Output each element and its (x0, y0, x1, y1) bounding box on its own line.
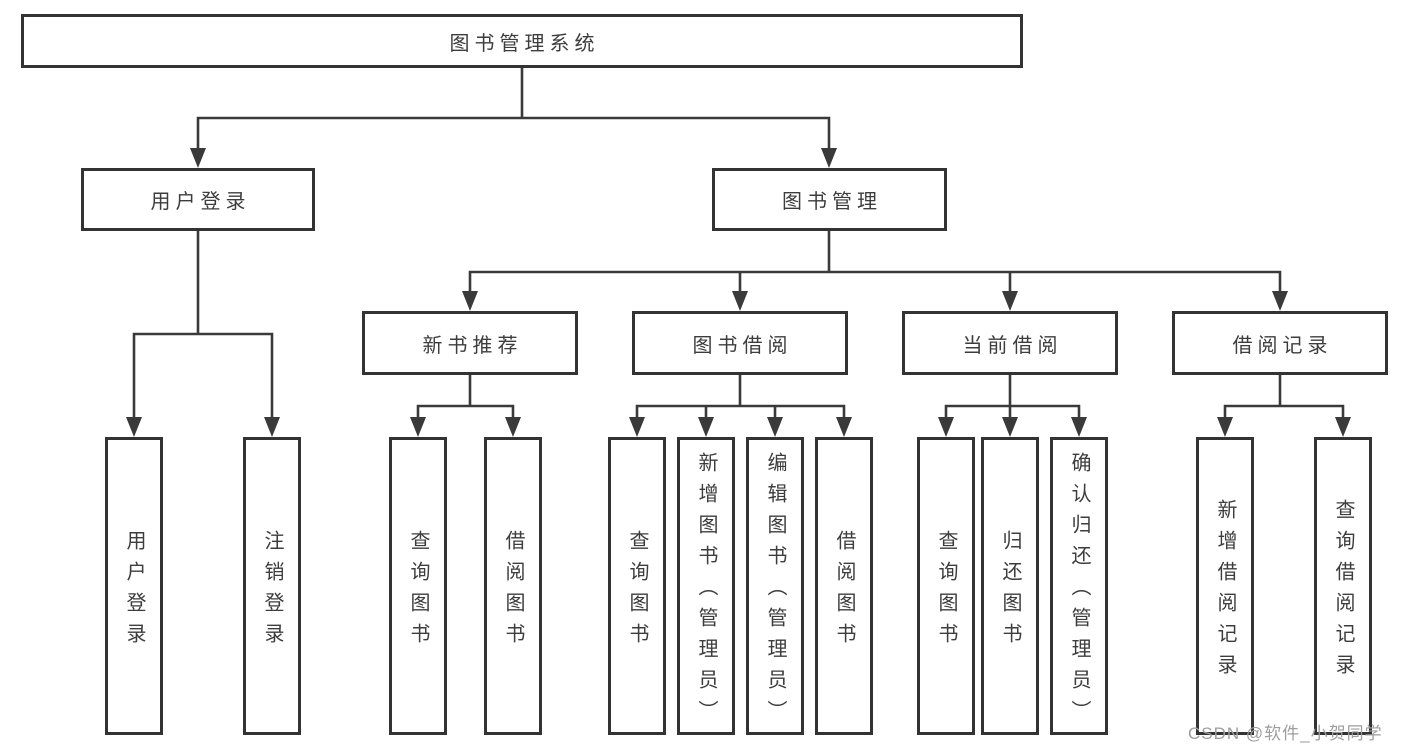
leaf-query-book-borrow: 查询图书 (608, 437, 666, 735)
csdn-watermark: CSDN @软件_小贺同学 (1188, 724, 1383, 743)
node-book-borrow: 图书借阅 (632, 311, 848, 375)
node-user-login-label: 用户登录 (150, 191, 251, 213)
leaf-query-borrow-record-label: 查询借阅记录 (1332, 498, 1354, 685)
leaf-add-borrow-record: 新增借阅记录 (1196, 437, 1254, 735)
leaf-user-login-label: 用户登录 (123, 529, 145, 654)
node-root-label: 图书管理系统 (449, 32, 600, 55)
leaf-edit-book-admin: 编辑图书（管理员） (746, 437, 804, 735)
leaf-return-book-label: 归还图书 (999, 529, 1021, 654)
node-user-login: 用户登录 (81, 168, 315, 231)
node-book-management-label: 图书管理 (782, 191, 882, 213)
node-new-book-recommend-label: 新书推荐 (422, 334, 523, 357)
leaf-borrow-book-label: 借阅图书 (833, 529, 855, 654)
node-borrow-records-label: 借阅记录 (1232, 334, 1333, 357)
node-root: 图书管理系统 (21, 14, 1023, 68)
leaf-logout-label: 注销登录 (261, 529, 283, 654)
leaf-confirm-return-admin: 确认归还（管理员） (1050, 437, 1108, 735)
node-book-borrow-label: 图书借阅 (692, 334, 793, 357)
leaf-borrow-book-recommend-label: 借阅图书 (502, 529, 524, 654)
leaf-confirm-return-admin-label: 确认归还（管理员） (1068, 452, 1090, 731)
leaf-add-book-admin-label: 新增图书（管理员） (695, 452, 717, 731)
leaf-edit-book-admin-label: 编辑图书（管理员） (764, 452, 786, 731)
leaf-borrow-book: 借阅图书 (815, 437, 873, 735)
leaf-borrow-book-recommend: 借阅图书 (484, 437, 542, 735)
arrowheads (126, 148, 1351, 437)
leaf-query-book-borrow-label: 查询图书 (626, 529, 648, 654)
leaf-query-book-current: 查询图书 (917, 437, 975, 735)
leaf-logout: 注销登录 (243, 437, 301, 735)
leaf-add-book-admin: 新增图书（管理员） (677, 437, 735, 735)
node-new-book-recommend: 新书推荐 (362, 311, 578, 375)
leaf-return-book: 归还图书 (981, 437, 1039, 735)
leaf-user-login: 用户登录 (105, 437, 163, 735)
leaf-query-book-recommend: 查询图书 (389, 437, 447, 735)
node-book-management: 图书管理 (712, 168, 947, 231)
leaf-query-book-current-label: 查询图书 (935, 529, 957, 654)
node-current-borrow: 当前借阅 (902, 311, 1118, 375)
leaf-add-borrow-record-label: 新增借阅记录 (1214, 498, 1236, 685)
leaf-query-borrow-record: 查询借阅记录 (1314, 437, 1372, 735)
node-current-borrow-label: 当前借阅 (962, 334, 1063, 357)
node-borrow-records: 借阅记录 (1172, 311, 1388, 375)
leaf-query-book-recommend-label: 查询图书 (407, 529, 429, 654)
